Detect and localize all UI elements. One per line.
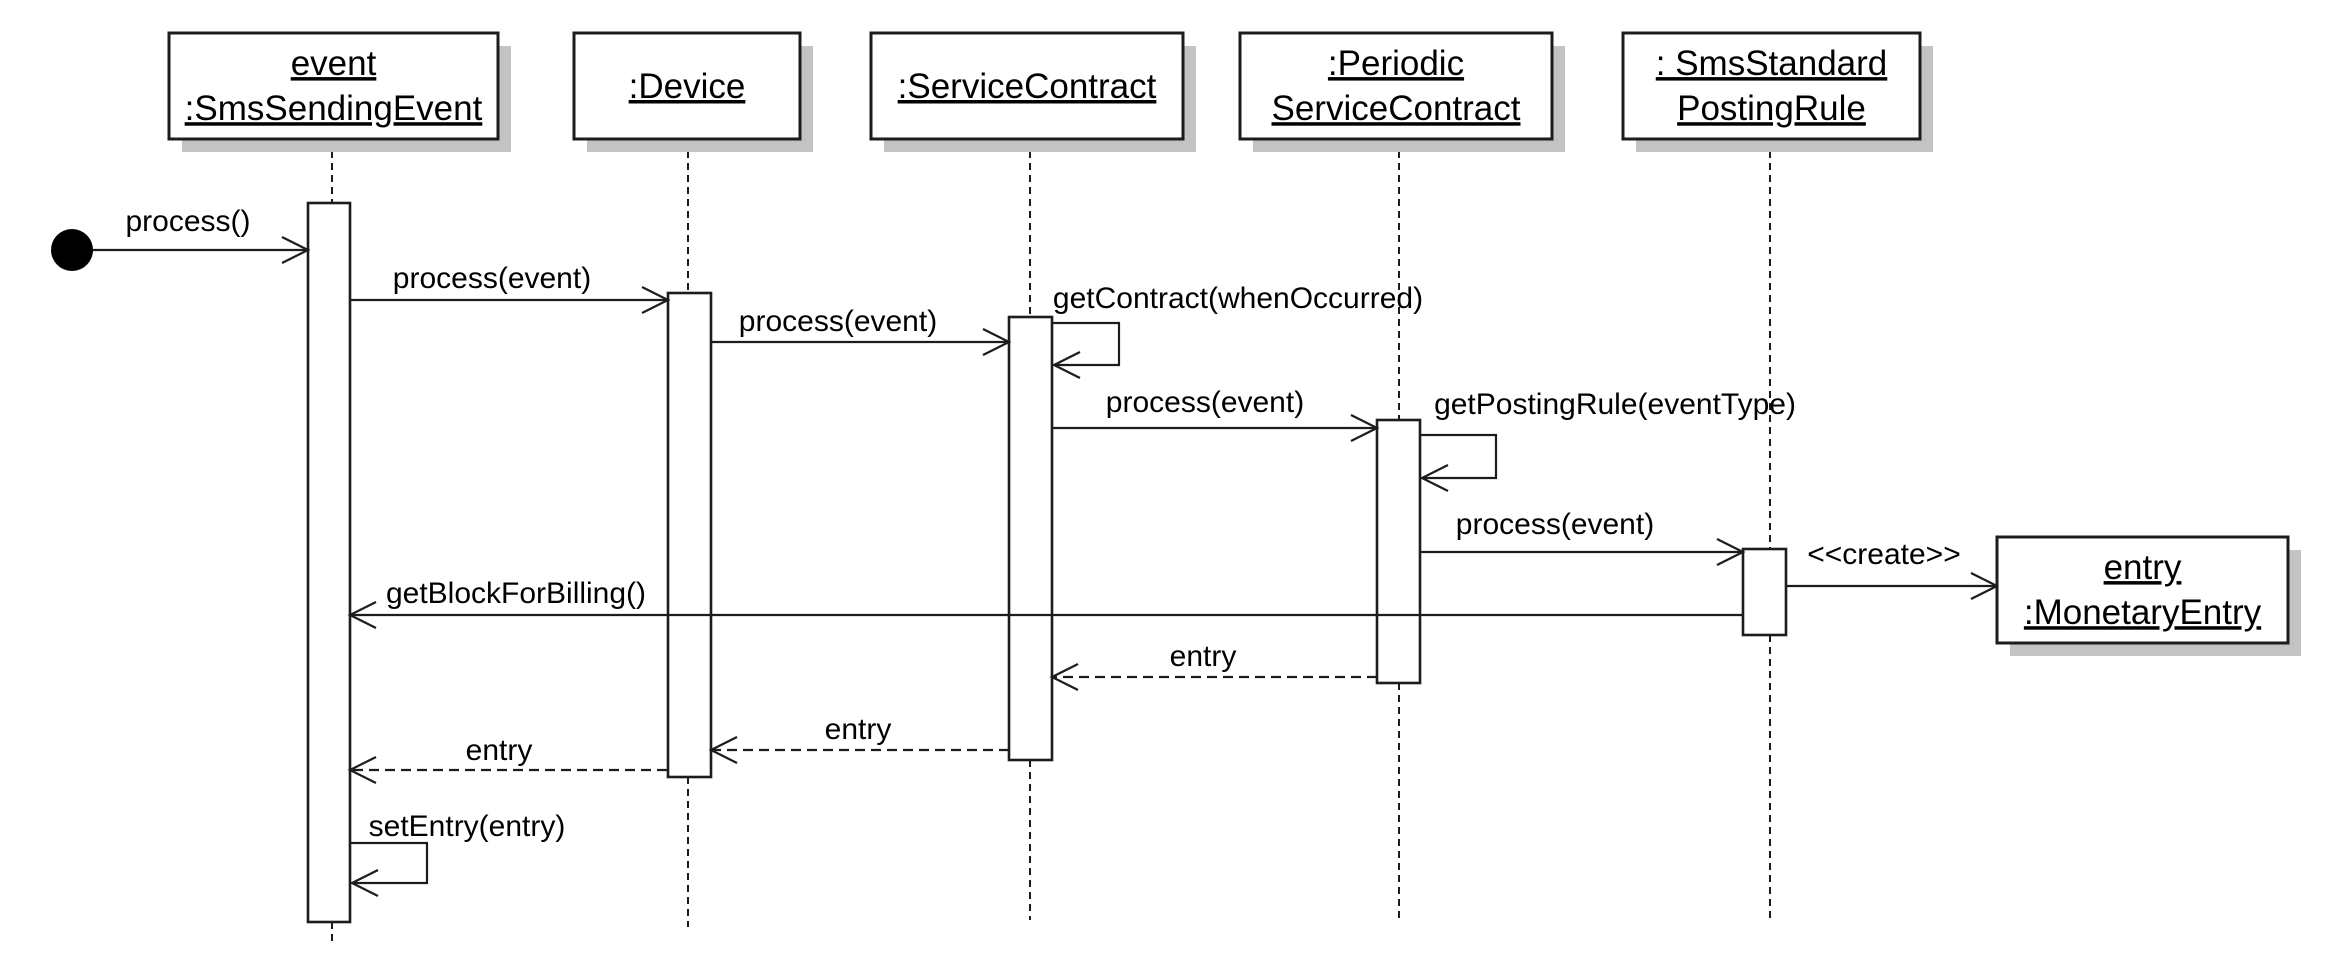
message-label-return-entry-1: entry — [1170, 640, 1237, 673]
message-label-return-entry-3: entry — [466, 734, 533, 767]
message-label-get-block-for-billing: getBlockForBilling() — [386, 577, 646, 610]
object-label-periodic-service-contract-line2: ServiceContract — [1272, 89, 1521, 128]
self-call-loop-get-contract — [1052, 321, 1121, 367]
message-arrowhead-return-entry-2 — [708, 736, 738, 764]
message-label-process-event-4: process(event) — [1456, 508, 1654, 541]
message-label-process: process() — [125, 205, 250, 238]
object-label-periodic-service-contract-line1: :Periodic — [1328, 44, 1464, 83]
start-node-icon — [51, 229, 93, 271]
message-arrowhead-process-event-2 — [982, 328, 1012, 356]
message-arrowhead-return-entry-3 — [347, 756, 377, 784]
self-call-label-get-contract: getContract(whenOccurred) — [1053, 282, 1423, 315]
message-arrowhead-get-block-for-billing — [347, 601, 377, 629]
activation-bar-periodic-service-contract — [1375, 418, 1422, 685]
object-label-service-contract-line1: :ServiceContract — [898, 67, 1157, 106]
message-arrowhead-return-entry-1 — [1049, 663, 1079, 691]
object-label-sms-standard-posting-rule-line1: : SmsStandard — [1656, 44, 1888, 83]
self-call-label-get-posting-rule: getPostingRule(eventType) — [1434, 388, 1796, 421]
self-call-loop-set-entry — [350, 841, 429, 885]
self-call-arrowhead-get-contract — [1051, 351, 1081, 379]
object-box-service-contract — [869, 31, 1185, 141]
message-label-create-entry: <<create>> — [1807, 538, 1960, 571]
object-box-periodic-service-contract — [1238, 31, 1554, 141]
message-label-return-entry-2: entry — [825, 713, 892, 746]
message-label-process-event-2: process(event) — [739, 305, 937, 338]
object-box-sms-standard-posting-rule — [1621, 31, 1922, 141]
activation-bar-service-contract — [1007, 315, 1054, 762]
object-label-sms-sending-event-line2: :SmsSendingEvent — [185, 89, 483, 128]
object-box-device — [572, 31, 802, 141]
activation-bar-device — [666, 291, 713, 779]
message-label-process-event-1: process(event) — [393, 262, 591, 295]
object-label-monetary-entry-line2: :MonetaryEntry — [2024, 593, 2262, 632]
object-box-monetary-entry — [1995, 535, 2290, 645]
object-label-monetary-entry-line1: entry — [2104, 548, 2182, 587]
object-label-device-line1: :Device — [629, 67, 746, 106]
object-label-sms-standard-posting-rule-line2: PostingRule — [1677, 89, 1866, 128]
self-call-arrowhead-get-posting-rule — [1419, 464, 1449, 492]
activation-bar-sms-sending-event — [306, 201, 352, 924]
object-box-sms-sending-event — [167, 31, 500, 141]
self-call-arrowhead-set-entry — [349, 869, 379, 897]
object-label-sms-sending-event-line1: event — [291, 44, 377, 83]
self-call-loop-get-posting-rule — [1420, 433, 1498, 480]
activation-bar-sms-standard-posting-rule — [1741, 547, 1788, 637]
message-arrowhead-process — [281, 236, 311, 264]
message-arrowhead-process-event-1 — [641, 286, 671, 314]
message-label-process-event-3: process(event) — [1106, 386, 1304, 419]
message-arrowhead-process-event-3 — [1350, 414, 1380, 442]
message-arrowhead-process-event-4 — [1716, 538, 1746, 566]
self-call-label-set-entry: setEntry(entry) — [369, 810, 566, 843]
